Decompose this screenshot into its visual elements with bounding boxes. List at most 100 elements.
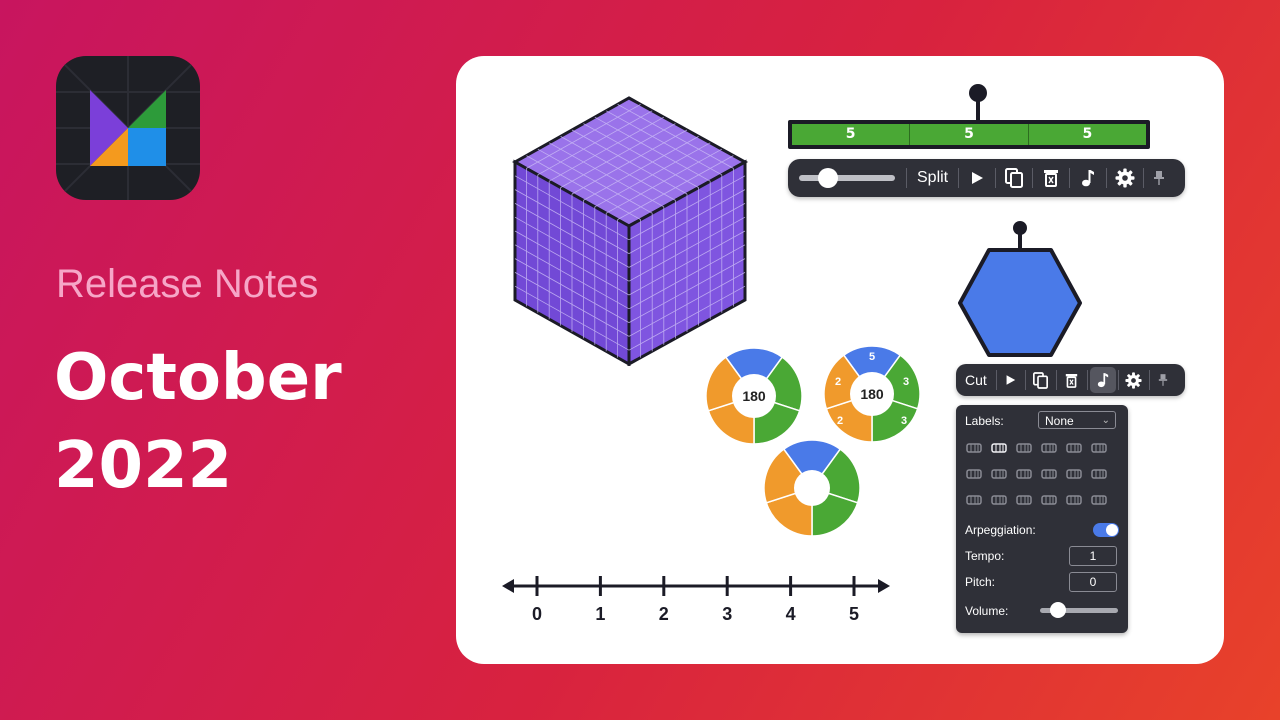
sound-button[interactable] — [1088, 364, 1118, 396]
cube-grid-line — [606, 148, 722, 214]
pie-segment[interactable] — [782, 439, 842, 490]
tempo-input[interactable]: 1 — [1069, 546, 1117, 566]
play-button[interactable] — [997, 364, 1025, 396]
fraction-circle-right[interactable]: 180 5 3 3 2 2 — [820, 342, 924, 446]
divider — [995, 168, 997, 188]
divider — [1143, 168, 1145, 188]
labels-select[interactable]: None ⌄ — [1038, 411, 1116, 429]
electric-guitar-icon[interactable] — [1091, 441, 1107, 455]
gear-icon — [1125, 371, 1142, 389]
bar-segment[interactable]: 5 — [1082, 126, 1093, 142]
shape-toolbar: Cut — [956, 364, 1185, 396]
volume-label: Volume: — [965, 604, 1009, 618]
copy-icon — [1033, 371, 1049, 389]
drag-handle-icon[interactable] — [1013, 221, 1027, 235]
bar-segment[interactable]: 5 — [910, 124, 1029, 145]
number-line-label: 0 — [532, 604, 542, 624]
bar-toolbar: Split — [788, 159, 1185, 197]
number-line-label: 1 — [595, 604, 605, 624]
cube-grid-line — [549, 142, 664, 208]
divider — [1032, 168, 1034, 188]
divider — [1055, 370, 1057, 390]
pin-button[interactable] — [1144, 159, 1174, 197]
delete-icon — [1066, 373, 1078, 388]
copy-button[interactable] — [1026, 364, 1056, 396]
pin-button[interactable] — [1150, 364, 1176, 396]
sound-settings-panel: Labels: None ⌄ Arpeggiation: Tempo: 1 Pi… — [956, 405, 1128, 633]
hand-icon[interactable] — [966, 493, 982, 507]
slider-knob[interactable] — [818, 168, 839, 188]
copy-button[interactable] — [996, 159, 1032, 197]
cube-grid-line — [594, 142, 711, 208]
bar-model-handle[interactable] — [968, 83, 988, 125]
toggle-knob — [1106, 524, 1118, 536]
pie-segment[interactable] — [724, 347, 784, 398]
duck-icon[interactable] — [1066, 493, 1082, 507]
keyboard-icon[interactable] — [966, 441, 982, 455]
cube-grid-line — [514, 258, 630, 323]
pie-segment-label: 2 — [837, 415, 843, 427]
split-button[interactable]: Split — [917, 169, 949, 186]
play-button[interactable] — [959, 159, 995, 197]
drag-handle-icon[interactable] — [968, 83, 988, 121]
sound-button-active[interactable] — [1089, 367, 1116, 393]
number-line-label: 5 — [849, 604, 859, 624]
gear-icon — [1115, 168, 1135, 188]
cow-icon[interactable] — [1016, 493, 1032, 507]
fraction-circle-bottom[interactable] — [760, 436, 864, 540]
app-logo-icon — [56, 56, 200, 200]
pin-icon — [1158, 374, 1167, 386]
shaker-icon[interactable] — [1091, 467, 1107, 481]
cube-grid-line — [628, 230, 746, 296]
pitch-input[interactable]: 0 — [1069, 572, 1117, 592]
piano-icon[interactable] — [991, 441, 1007, 455]
delete-button[interactable] — [1033, 159, 1069, 197]
steel-drum-icon[interactable] — [1041, 467, 1057, 481]
slider-knob[interactable] — [1049, 602, 1066, 618]
cube-grid-line — [560, 136, 676, 201]
music-note-icon — [1082, 170, 1095, 187]
cube-grid-line — [628, 272, 746, 337]
fraction-circle-left[interactable]: 180 — [702, 344, 806, 448]
settings-button[interactable] — [1107, 159, 1143, 197]
snare-icon[interactable] — [1016, 467, 1032, 481]
divider — [1024, 370, 1026, 390]
divider — [1106, 168, 1108, 188]
pie-center-value: 180 — [742, 388, 766, 404]
cube-grid-line — [514, 285, 630, 351]
cube-grid-line — [537, 148, 653, 214]
bar-model[interactable]: 5 5 5 — [788, 120, 1150, 149]
volume-slider[interactable] — [1040, 602, 1118, 618]
pie-segment-label: 5 — [869, 351, 875, 363]
cube-grid-line — [628, 258, 746, 323]
divider — [1086, 370, 1088, 390]
pie-segment[interactable] — [842, 345, 902, 396]
size-slider[interactable] — [788, 159, 906, 197]
cut-button[interactable]: Cut — [965, 372, 987, 388]
number-line-label: 2 — [659, 604, 669, 624]
guitar-icon[interactable] — [1066, 441, 1082, 455]
arpeggiation-label: Arpeggiation: — [965, 523, 1036, 537]
sound-button[interactable] — [1070, 159, 1106, 197]
labels-label: Labels: — [965, 414, 1004, 428]
bird-icon[interactable] — [1041, 493, 1057, 507]
xylophone-icon[interactable] — [1016, 441, 1032, 455]
cube-grid-line — [514, 244, 630, 310]
cube-grid-line — [571, 129, 688, 195]
banjo-icon[interactable] — [966, 467, 982, 481]
delete-button[interactable] — [1057, 364, 1087, 396]
maraca-icon[interactable] — [991, 493, 1007, 507]
tambourine-icon[interactable] — [1066, 467, 1082, 481]
thousand-cube[interactable] — [512, 94, 752, 366]
arrow-left-icon — [502, 579, 514, 593]
drum-icon[interactable] — [991, 467, 1007, 481]
organ-icon[interactable] — [1041, 441, 1057, 455]
release-date-title: October 2022 — [54, 334, 342, 510]
arpeggiation-toggle[interactable] — [1093, 523, 1119, 537]
accordion-icon[interactable] — [1091, 493, 1107, 507]
bar-segment[interactable]: 5 — [792, 124, 911, 145]
hexagon-shape[interactable] — [956, 218, 1084, 360]
cube-grid-line — [526, 155, 641, 220]
settings-button[interactable] — [1119, 364, 1149, 396]
